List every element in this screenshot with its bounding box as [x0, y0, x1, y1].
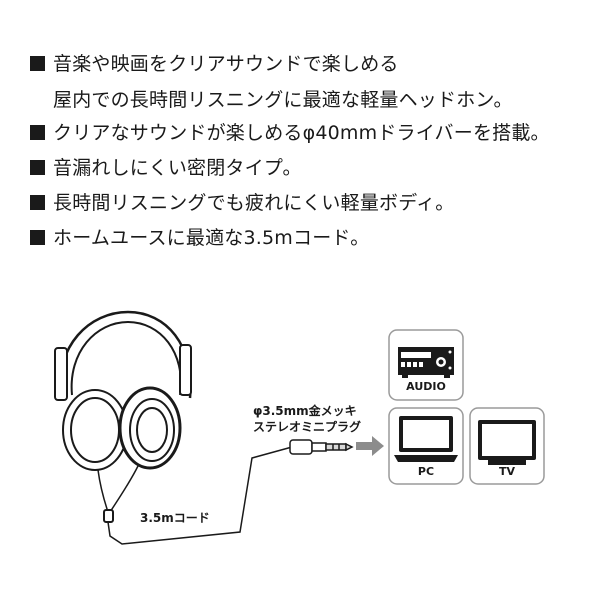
device-box-pc: [388, 407, 464, 485]
device-box-audio: [388, 329, 464, 401]
feature-item: クリアなサウンドが楽しめるφ40mmドライバーを搭載。: [30, 121, 550, 145]
feature-item: ホームユースに最適な3.5mコード。: [30, 226, 369, 250]
device-label-tv: TV: [498, 465, 516, 478]
laptop-icon: [394, 416, 458, 462]
bullet-square-icon: [30, 125, 45, 140]
feature-text: 長時間リスニングでも疲れにくい軽量ボディ。: [53, 192, 455, 214]
feature-item: 音漏れしにくい密閉タイプ。: [30, 156, 302, 180]
plug-label: ステレオミニプラグ: [253, 420, 362, 434]
headphones-icon: [54, 310, 293, 545]
device-label-pc: PC: [417, 465, 435, 478]
stereo-mini-plug-icon: [289, 439, 354, 455]
arrow-right-icon: [356, 436, 384, 456]
cord-length-label: 3.5mコード: [140, 511, 210, 525]
feature-text: 屋内での長時間リスニングに最適な軽量ヘッドホン。: [53, 89, 513, 111]
feature-text: 音楽や映画をクリアサウンドで楽しめる: [53, 53, 399, 75]
plug-label: φ3.5mm金メッキ: [253, 404, 357, 418]
bullet-square-icon: [30, 56, 45, 71]
feature-item: 音楽や映画をクリアサウンドで楽しめる: [30, 52, 399, 76]
feature-text: クリアなサウンドが楽しめるφ40mmドライバーを搭載。: [53, 122, 550, 144]
feature-text: 音漏れしにくい密閉タイプ。: [53, 157, 302, 179]
feature-text: ホームユースに最適な3.5mコード。: [53, 227, 370, 249]
tv-icon: [478, 420, 536, 465]
feature-item-continuation: 屋内での長時間リスニングに最適な軽量ヘッドホン。: [53, 88, 513, 112]
device-box-tv: [469, 407, 545, 485]
bullet-square-icon: [30, 230, 45, 245]
bullet-square-icon: [30, 160, 45, 175]
feature-item: 長時間リスニングでも疲れにくい軽量ボディ。: [30, 191, 455, 215]
audio-amplifier-icon: [398, 347, 454, 378]
device-label-audio: AUDIO: [406, 380, 446, 393]
connection-diagram: φ3.5mm金メッキ ステレオミニプラグ 3.5mコード AUDIO PC TV: [0, 300, 600, 600]
bullet-square-icon: [30, 195, 45, 210]
